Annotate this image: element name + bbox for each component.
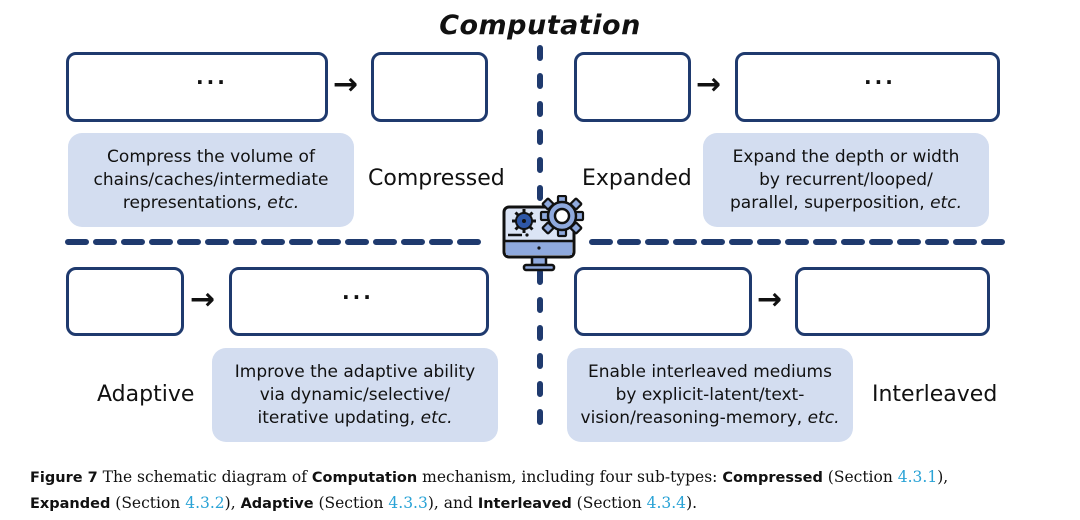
ellipsis: ··· [196, 70, 228, 94]
section-link[interactable]: 4.3.1 [897, 468, 938, 486]
adaptive-input-frame [66, 267, 184, 336]
arrow-icon: → [757, 282, 783, 317]
section-link[interactable]: 4.3.3 [388, 494, 428, 512]
figure-caption: Figure 7 The schematic diagram of Comput… [30, 468, 949, 512]
computer-gear-icon [502, 195, 585, 272]
arrow-icon: → [333, 67, 359, 102]
diagram-title: Computation [439, 10, 641, 41]
expanded-label: Expanded [582, 166, 692, 191]
small-gear-icon [512, 209, 536, 233]
compressed-output-frame [371, 52, 488, 122]
arrow-icon: → [696, 67, 722, 102]
compressed-label: Compressed [368, 166, 505, 191]
large-gear-icon [539, 195, 585, 238]
interleaved-label: Interleaved [872, 382, 998, 407]
interleaved-output-frame [795, 267, 990, 336]
section-link[interactable]: 4.3.4 [646, 494, 687, 512]
compressed-input-frame [66, 52, 328, 122]
figure-number: Figure 7 [30, 470, 98, 486]
adaptive-label: Adaptive [97, 382, 195, 407]
expanded-output-frame [735, 52, 1000, 122]
adaptive-output-frame [229, 267, 489, 336]
ellipsis: ··· [864, 70, 896, 94]
ellipsis: ··· [342, 285, 374, 309]
expanded-input-frame [574, 52, 691, 122]
interleaved-input-frame [574, 267, 752, 336]
computation-diagram: Computation ··· → Compress the volume of… [65, 10, 1015, 443]
section-link[interactable]: 4.3.2 [185, 494, 225, 512]
arrow-icon: → [190, 282, 216, 317]
